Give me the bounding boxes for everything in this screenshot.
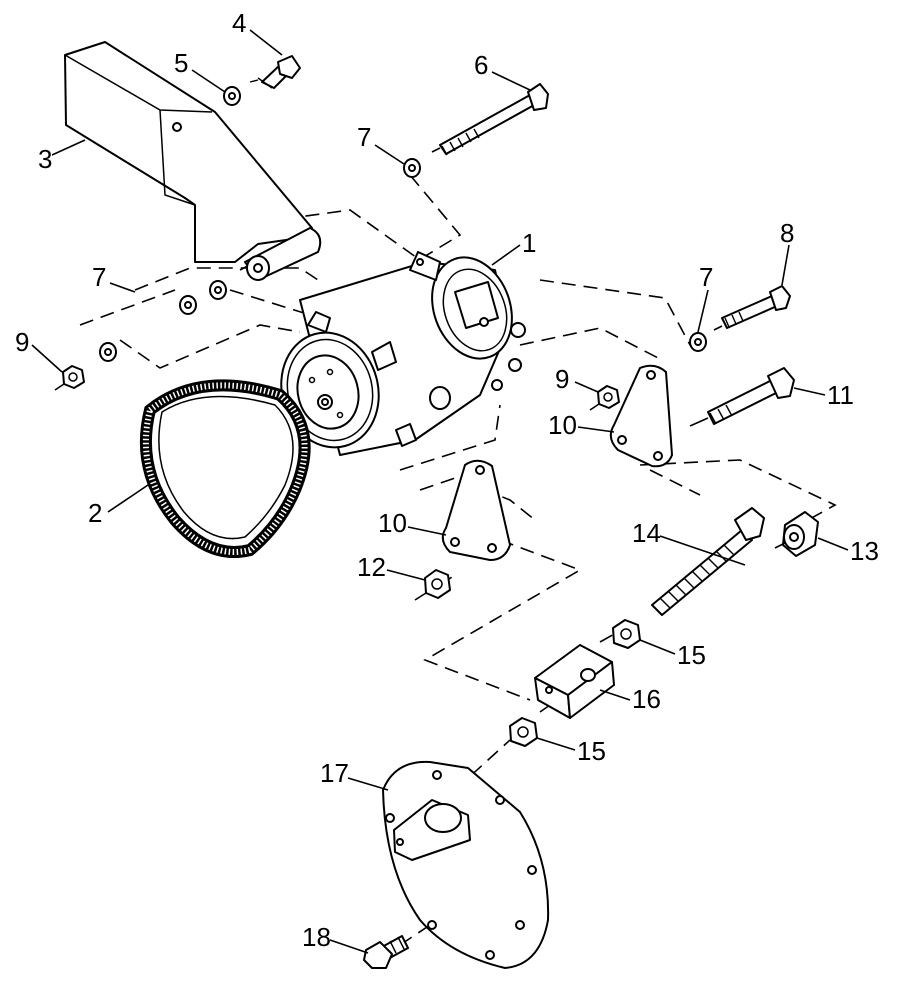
callout-1: 1 — [522, 228, 536, 258]
callout-11: 11 — [827, 380, 854, 410]
nut-part-15-upper — [612, 619, 641, 649]
bracket-part-10-upper — [609, 364, 673, 468]
spacer-part-13 — [774, 511, 819, 557]
bolt-part-8 — [713, 285, 791, 331]
nut-part-15-lower — [509, 717, 538, 747]
callout-16: 16 — [632, 684, 661, 714]
callout-12: 12 — [357, 552, 386, 582]
washers-part-7-left — [99, 280, 227, 362]
callout-labels: 1 2 3 4 5 6 7 7 7 8 9 9 10 10 11 12 13 1… — [15, 8, 879, 952]
compressor-part-1 — [280, 251, 526, 456]
callout-8: 8 — [780, 218, 794, 248]
callout-9-right: 9 — [555, 364, 569, 394]
washer-part-7-right — [689, 332, 707, 352]
washer-part-5 — [223, 86, 241, 106]
callout-6: 6 — [474, 50, 488, 80]
callout-4: 4 — [232, 8, 246, 38]
callout-2: 2 — [88, 498, 102, 528]
callout-18: 18 — [302, 922, 331, 952]
callout-3: 3 — [38, 144, 52, 174]
bolt-part-4 — [249, 55, 301, 89]
callout-7-right: 7 — [699, 262, 713, 292]
mounting-plate-part-17 — [382, 760, 550, 969]
nut-part-12 — [414, 569, 451, 601]
callout-leader-lines — [31, 29, 849, 954]
adjuster-block-part-16 — [534, 644, 615, 719]
washer-part-7-upper — [403, 158, 421, 178]
mounting-bracket-part-3 — [64, 41, 322, 281]
callout-10-upper: 10 — [548, 410, 577, 440]
bolt-part-18 — [363, 935, 409, 969]
callout-15-lower: 15 — [577, 736, 606, 766]
callout-13: 13 — [850, 536, 879, 566]
callout-9-left: 9 — [15, 327, 29, 357]
callout-5: 5 — [174, 48, 188, 78]
callout-7-upper: 7 — [357, 122, 371, 152]
drive-belt-part-2 — [139, 379, 311, 558]
bracket-part-10-lower — [441, 459, 511, 561]
long-bolt-part-6 — [431, 83, 549, 156]
callout-15-upper: 15 — [677, 640, 706, 670]
nut-part-9-right — [589, 385, 620, 411]
nut-part-9-left — [54, 365, 85, 391]
callout-14: 14 — [632, 518, 661, 548]
callout-7-left: 7 — [92, 262, 106, 292]
callout-10-lower: 10 — [378, 508, 407, 538]
bolt-part-11 — [689, 367, 795, 427]
adjusting-screw-part-14 — [651, 507, 765, 616]
callout-17: 17 — [320, 758, 349, 788]
